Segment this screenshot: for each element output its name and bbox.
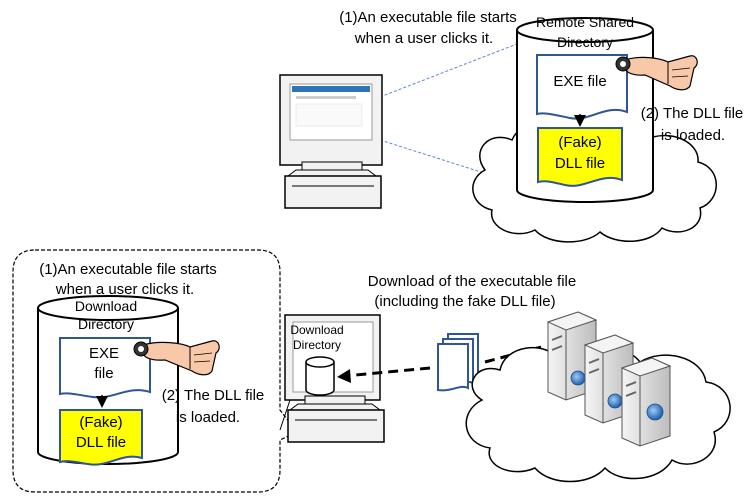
directory-label: Remote Shared [536,14,634,30]
fake-dll-label: (Fake) [79,414,122,431]
fake-dll-document[interactable] [59,409,143,466]
dll-loaded-note: (2) The DLL file [641,105,744,122]
exe-file-label: EXE file [553,73,606,90]
download-arrow-head [337,369,351,383]
download-note: (including the fake DLL file) [374,293,555,310]
directory-label: Directory [78,316,134,332]
fake-dll-label: DLL file [555,155,605,172]
exe-file-document[interactable] [59,337,151,399]
download-note: Download of the executable file [368,273,576,290]
fake-dll-label: (Fake) [558,134,601,151]
exe-file-document[interactable] [536,54,628,120]
fake-dll-document[interactable] [537,127,623,187]
pc-directory-label: Download [290,323,343,337]
dll-loaded-note: (2) The DLL file [162,387,265,404]
pointing-hand-icon [133,340,220,376]
download-directory-icon [305,356,335,396]
server-icon [620,357,672,447]
exe-file-label: EXE [89,345,119,362]
execution-note: when a user clicks it. [354,30,493,47]
computer-icon [279,74,383,209]
execution-note: (1)An executable file starts [339,9,517,26]
server-icon [583,334,635,424]
download-arrow [344,366,431,378]
leader-line [379,41,523,98]
pc-directory-label: Directory [293,338,341,352]
exe-file-label: file [94,365,113,382]
directory-label: Download [75,298,137,314]
execution-note: when a user clicks it. [55,281,194,298]
pointing-hand-icon [615,55,698,91]
documents-icon [437,333,479,392]
dll-loaded-note: is loaded. [661,127,725,144]
dll-loaded-note: is loaded. [176,409,240,426]
directory-label: Directory [557,34,613,50]
execution-note: (1)An executable file starts [39,261,217,278]
fake-dll-label: DLL file [76,434,126,451]
